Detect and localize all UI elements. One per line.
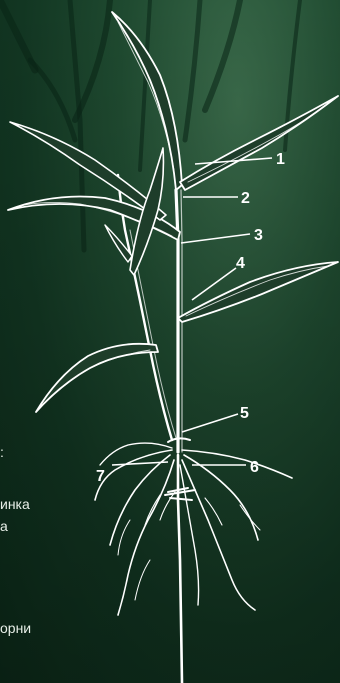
text-fragment-line-1: инка [0, 496, 30, 512]
callout-6: 6 [250, 459, 259, 476]
callout-3: 3 [254, 227, 263, 244]
text-fragment-line-2: а [0, 518, 8, 534]
callout-2: 2 [241, 190, 250, 207]
callout-5: 5 [240, 405, 249, 422]
text-fragment-line-3: орни [0, 620, 31, 636]
callout-1: 1 [276, 151, 285, 168]
callout-4: 4 [236, 255, 245, 272]
callout-7: 7 [96, 468, 105, 485]
text-fragment-colon: : [0, 444, 4, 460]
